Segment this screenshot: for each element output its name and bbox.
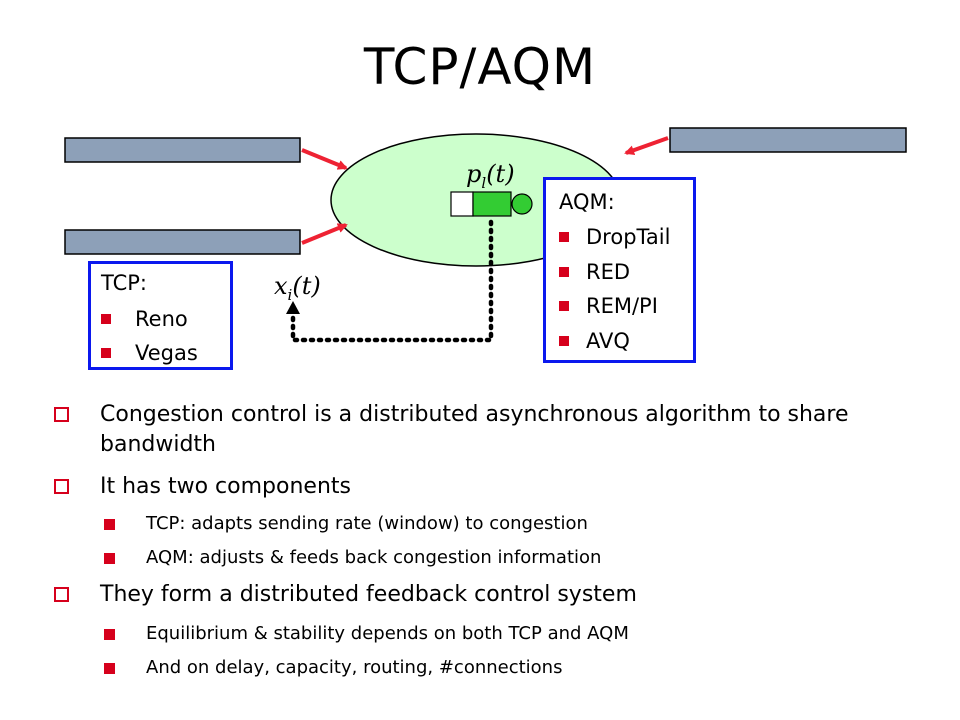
aqm-box: AQM: DropTail RED REM/PI AVQ [543,177,696,363]
aqm-item: AVQ [559,329,689,353]
bullet-level1: It has two components [52,472,932,502]
filled-square-bullet-icon [104,553,115,564]
arrow-bottom-left [301,223,348,245]
bullet-level2: Equilibrium & stability depends on both … [52,622,932,646]
source-rate-label: xi(t) [274,272,321,304]
host-bar-top-left [64,137,301,163]
aqm-item: RED [559,260,689,284]
bullet-level2: TCP: adapts sending rate (window) to con… [52,512,932,536]
aqm-item: REM/PI [559,294,689,318]
hollow-square-bullet-icon [54,407,69,422]
tcp-heading: TCP: [101,271,147,295]
aqm-heading: AQM: [559,190,615,214]
hollow-square-bullet-icon [54,479,69,494]
slide-title: TCP/AQM [363,38,597,96]
bullet-level1: Congestion control is a distributed asyn… [52,400,932,460]
filled-square-bullet-icon [104,629,115,640]
queue-server [511,193,533,215]
link-price-label: pl(t) [466,160,515,192]
feedback-arrowhead [286,301,300,314]
filled-square-bullet-icon [104,519,115,530]
aqm-item: DropTail [559,225,689,249]
host-bar-top-right [669,127,907,153]
tcp-item: Reno [101,307,226,331]
queue-empty-slot [450,191,474,217]
bullet-level2: And on delay, capacity, routing, #connec… [52,656,932,680]
arrow-top-left [301,148,348,170]
arrow-top-right [624,136,669,156]
tcp-item: Vegas [101,341,226,365]
bullet-level1: They form a distributed feedback control… [52,580,932,610]
feedback-path [290,219,494,343]
host-bar-bottom-left [64,229,301,255]
bullet-list: Congestion control is a distributed asyn… [52,398,932,680]
queue-filled-slot [472,191,512,217]
hollow-square-bullet-icon [54,587,69,602]
tcp-box: TCP: Reno Vegas [88,261,233,370]
bullet-level2: AQM: adjusts & feeds back congestion inf… [52,546,932,570]
filled-square-bullet-icon [104,663,115,674]
